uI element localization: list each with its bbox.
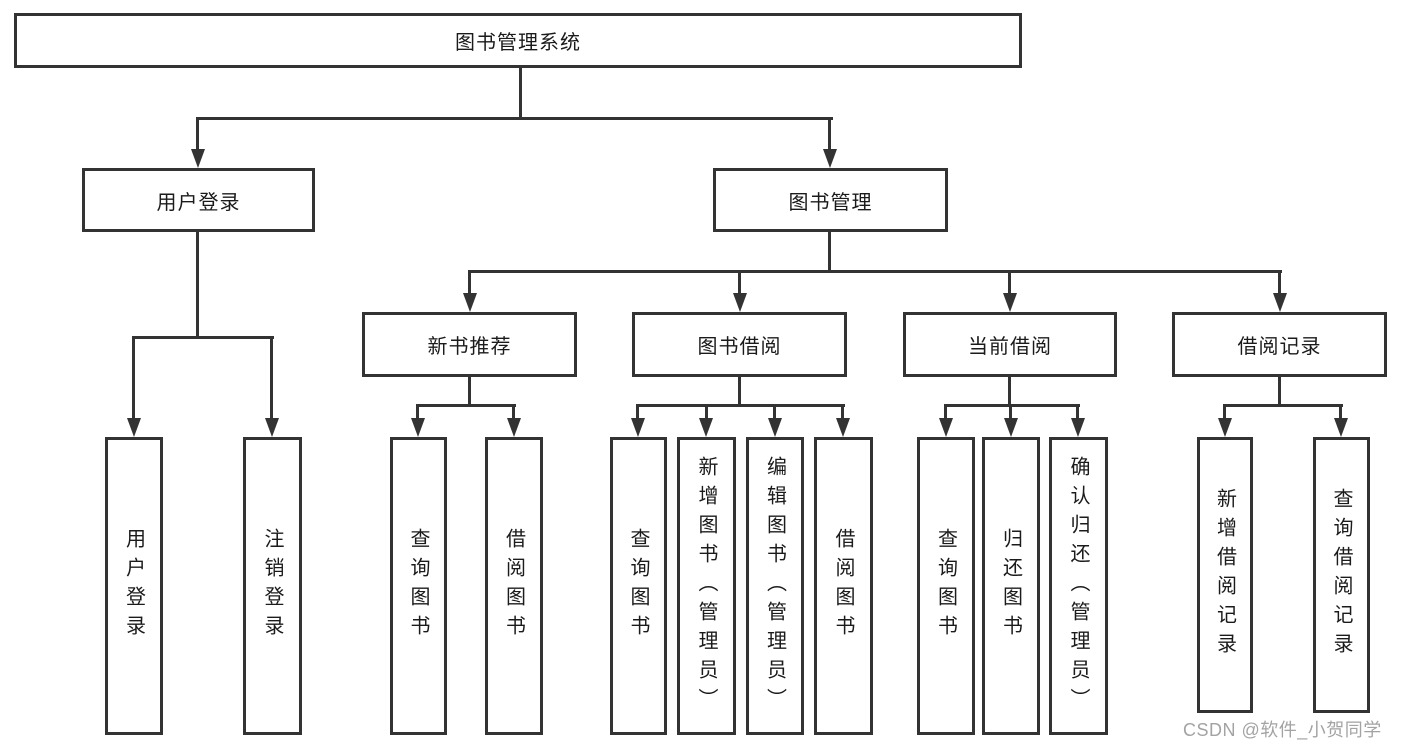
arrow-nb-borrow-shaft bbox=[512, 404, 515, 420]
arrow-bb-edit-shaft bbox=[773, 404, 776, 420]
arrow-bb-add-head bbox=[699, 418, 713, 437]
arrow-bb-query-shaft bbox=[636, 404, 639, 420]
node-new-book-recommend-label: 新书推荐 bbox=[427, 336, 512, 358]
leaf-logout-label: 注销登录 bbox=[261, 528, 283, 644]
leaf-user-login: 用户登录 bbox=[105, 437, 163, 735]
arrow-to-leaf-logout-head bbox=[265, 418, 279, 437]
connector-borrow-records-stem bbox=[1278, 377, 1281, 407]
node-current-borrow-label: 当前借阅 bbox=[968, 336, 1052, 358]
connector-book-borrow-stem bbox=[738, 377, 741, 407]
leaf-br-query-record: 查询借阅记录 bbox=[1313, 437, 1370, 713]
node-current-borrow: 当前借阅 bbox=[903, 312, 1117, 377]
arrow-bb-query-head bbox=[631, 418, 645, 437]
leaf-cb-query-books-label: 查询图书 bbox=[934, 528, 957, 644]
arrow-bb-borrow-shaft bbox=[841, 404, 844, 420]
arrow-nb-borrow-head bbox=[507, 418, 521, 437]
arrow-br-query-head bbox=[1334, 418, 1348, 437]
leaf-bb-edit-books-admin-label: 编辑图书（管理员） bbox=[763, 455, 786, 717]
leaf-bb-query-books: 查询图书 bbox=[610, 437, 667, 735]
arrow-to-borrow-records-head bbox=[1273, 293, 1287, 312]
leaf-nb-borrow-books-label: 借阅图书 bbox=[502, 528, 525, 644]
connector-book-management-split bbox=[469, 270, 1282, 273]
arrow-to-book-borrow-shaft bbox=[738, 270, 741, 295]
arrow-to-current-borrow-shaft bbox=[1008, 270, 1011, 295]
arrow-br-add-head bbox=[1218, 418, 1232, 437]
leaf-bb-borrow-books: 借阅图书 bbox=[814, 437, 873, 735]
leaf-nb-query-books-label: 查询图书 bbox=[407, 528, 429, 644]
arrow-nb-query-shaft bbox=[416, 404, 419, 420]
connector-root-stem bbox=[519, 68, 522, 118]
leaf-bb-borrow-books-label: 借阅图书 bbox=[832, 528, 854, 644]
node-root: 图书管理系统 bbox=[14, 13, 1022, 68]
arrow-to-user-login-head bbox=[191, 149, 205, 168]
node-new-book-recommend: 新书推荐 bbox=[362, 312, 577, 377]
node-borrow-records-label: 借阅记录 bbox=[1237, 336, 1322, 358]
leaf-user-login-label: 用户登录 bbox=[122, 528, 145, 644]
connector-root-split bbox=[197, 117, 833, 120]
leaf-br-add-record: 新增借阅记录 bbox=[1197, 437, 1253, 713]
arrow-bb-edit-head bbox=[768, 418, 782, 437]
leaf-bb-add-books-admin-label: 新增图书（管理员） bbox=[695, 455, 717, 717]
arrow-bb-add-shaft bbox=[705, 404, 708, 420]
arrow-to-leaf-login-head bbox=[127, 418, 141, 437]
connector-book-borrow-split bbox=[637, 404, 845, 407]
connector-borrow-records-split bbox=[1224, 404, 1343, 407]
node-book-borrow-label: 图书借阅 bbox=[697, 336, 782, 358]
node-root-label: 图书管理系统 bbox=[455, 32, 581, 54]
node-book-borrow: 图书借阅 bbox=[632, 312, 847, 377]
leaf-cb-return-books-label: 归还图书 bbox=[999, 528, 1022, 644]
arrow-to-book-management-shaft bbox=[828, 117, 831, 153]
arrow-to-leaf-logout-shaft bbox=[270, 336, 273, 420]
connector-new-book-stem bbox=[468, 377, 471, 407]
arrow-to-book-borrow-head bbox=[733, 293, 747, 312]
arrow-to-current-borrow-head bbox=[1003, 293, 1017, 312]
arrow-cb-confirm-shaft bbox=[1076, 404, 1079, 420]
node-user-login: 用户登录 bbox=[82, 168, 315, 232]
arrow-br-add-shaft bbox=[1223, 404, 1226, 420]
arrow-cb-return-head bbox=[1004, 418, 1018, 437]
csdn-watermark: CSDN @软件_小贺同学 bbox=[1183, 720, 1382, 740]
arrow-to-new-book-head bbox=[463, 293, 477, 312]
arrow-to-leaf-login-shaft bbox=[132, 336, 135, 420]
arrow-to-user-login-shaft bbox=[196, 117, 199, 153]
arrow-to-borrow-records-shaft bbox=[1278, 270, 1281, 295]
arrow-bb-borrow-head bbox=[836, 418, 850, 437]
connector-user-login-split bbox=[133, 336, 274, 339]
connector-current-borrow-split bbox=[945, 404, 1080, 407]
leaf-cb-query-books: 查询图书 bbox=[917, 437, 975, 735]
leaf-bb-edit-books-admin: 编辑图书（管理员） bbox=[746, 437, 804, 735]
leaf-br-add-record-label: 新增借阅记录 bbox=[1213, 488, 1236, 662]
leaf-nb-query-books: 查询图书 bbox=[390, 437, 447, 735]
leaf-cb-confirm-return-admin: 确认归还（管理员） bbox=[1049, 437, 1108, 735]
connector-user-login-stem bbox=[196, 232, 199, 339]
leaf-nb-borrow-books: 借阅图书 bbox=[485, 437, 543, 735]
connector-new-book-split bbox=[417, 404, 516, 407]
leaf-cb-confirm-return-admin-label: 确认归还（管理员） bbox=[1067, 455, 1089, 717]
node-book-management: 图书管理 bbox=[713, 168, 948, 232]
arrow-br-query-shaft bbox=[1339, 404, 1342, 420]
arrow-cb-return-shaft bbox=[1009, 404, 1012, 420]
arrow-cb-query-head bbox=[939, 418, 953, 437]
arrow-to-new-book-shaft bbox=[468, 270, 471, 295]
arrow-nb-query-head bbox=[411, 418, 425, 437]
arrow-to-book-management-head bbox=[823, 149, 837, 168]
node-borrow-records: 借阅记录 bbox=[1172, 312, 1387, 377]
connector-book-management-stem bbox=[828, 232, 831, 273]
leaf-bb-add-books-admin: 新增图书（管理员） bbox=[677, 437, 736, 735]
node-book-management-label: 图书管理 bbox=[788, 191, 873, 214]
connector-current-borrow-stem bbox=[1008, 377, 1011, 407]
leaf-bb-query-books-label: 查询图书 bbox=[627, 528, 649, 644]
leaf-logout: 注销登录 bbox=[243, 437, 302, 735]
arrow-cb-query-shaft bbox=[944, 404, 947, 420]
node-user-login-label: 用户登录 bbox=[156, 191, 241, 214]
arrow-cb-confirm-head bbox=[1071, 418, 1085, 437]
leaf-cb-return-books: 归还图书 bbox=[982, 437, 1040, 735]
leaf-br-query-record-label: 查询借阅记录 bbox=[1330, 488, 1352, 662]
